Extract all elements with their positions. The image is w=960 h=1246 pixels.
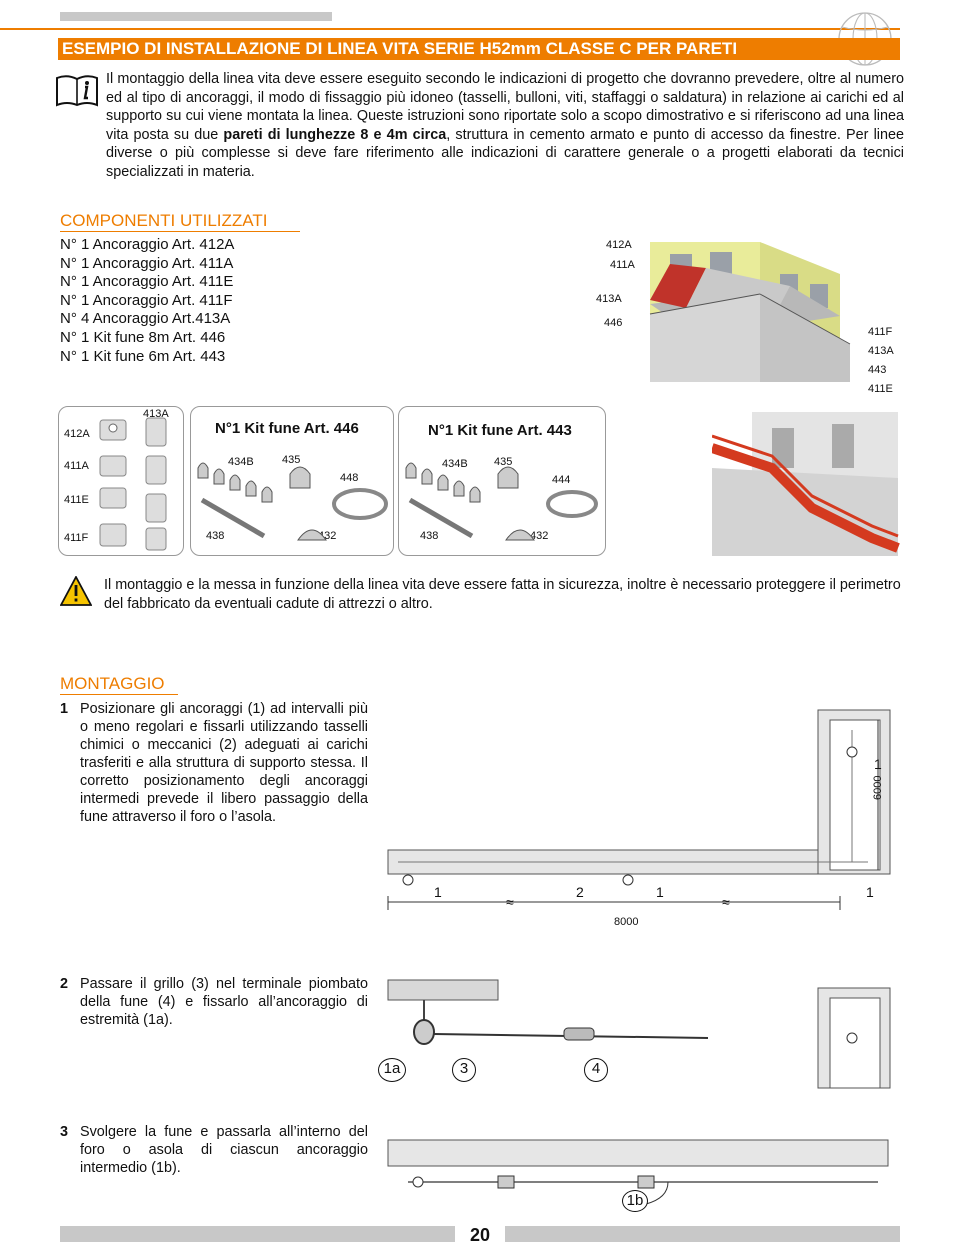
components-list: N° 1 Ancoraggio Art. 412A N° 1 Ancoraggi… xyxy=(60,236,234,366)
part-label: 448 xyxy=(340,472,359,484)
warning-text: Il montaggio e la messa in funzione dell… xyxy=(104,577,901,612)
step-text: Passare il grillo (3) nel terminale piom… xyxy=(80,976,368,1028)
kit-title: N°1 Kit fune Art. 446 xyxy=(215,420,359,437)
diagram-label: 1b xyxy=(622,1190,648,1212)
page-number: 20 xyxy=(455,1224,505,1245)
warning-icon xyxy=(60,576,92,606)
diagram-intermediate-anchor xyxy=(387,1139,889,1205)
approx-symbol: ≈ xyxy=(506,894,514,910)
step-text: Svolgere la fune e passarla all’interno … xyxy=(80,1124,368,1176)
list-item: N° 1 Ancoraggio Art. 411E xyxy=(60,273,234,291)
kit-443-drawing xyxy=(405,462,598,541)
part-label: 434B xyxy=(228,456,254,468)
anchors-box xyxy=(58,406,184,556)
building-label: 411A xyxy=(610,259,635,271)
kit-title: N°1 Kit fune Art. 443 xyxy=(428,422,572,439)
step-number: 3 xyxy=(60,1124,69,1140)
diagram-label: 1 xyxy=(434,884,442,900)
diagram-label: 1 xyxy=(656,884,664,900)
section-title: ESEMPIO DI INSTALLAZIONE DI LINEA VITA S… xyxy=(58,38,900,60)
list-item: N° 4 Ancoraggio Art.413A xyxy=(60,310,231,328)
kit-446-drawing xyxy=(197,462,388,541)
components-heading: COMPONENTI UTILIZZATI xyxy=(60,211,268,230)
kit-box-446 xyxy=(190,406,394,556)
list-item: N° 1 Kit fune 8m Art. 446 xyxy=(60,328,226,346)
diagram-label: 1 xyxy=(874,756,882,772)
header-gray-bar xyxy=(60,12,332,21)
diagram-plan-view xyxy=(387,709,891,910)
montaggio-heading-rule xyxy=(60,694,178,695)
header-orange-line xyxy=(0,28,900,30)
part-label: 438 xyxy=(206,530,225,542)
components-heading-rule xyxy=(60,231,300,232)
part-label: 435 xyxy=(282,454,301,466)
diagram-end-anchor xyxy=(387,979,891,1089)
anchors-drawing xyxy=(99,417,167,551)
approx-symbol: ≈ xyxy=(722,894,730,910)
part-label: 412A xyxy=(64,428,90,440)
safety-barrier-illustration xyxy=(712,412,900,556)
building-illustration xyxy=(649,242,851,382)
part-label: 413A xyxy=(143,408,169,420)
building-label: 443 xyxy=(868,364,887,376)
list-item: N° 1 Ancoraggio Art. 411A xyxy=(60,254,234,272)
building-label: 411F xyxy=(868,326,893,338)
part-label: 411F xyxy=(64,532,89,544)
step-text: Posizionare gli ancoraggi (1) ad interva… xyxy=(80,701,368,825)
diagram-label: 4 xyxy=(584,1058,608,1082)
kit-box-443 xyxy=(398,406,606,556)
building-label: 446 xyxy=(604,317,623,329)
diagram-label: 1a xyxy=(378,1058,406,1082)
info-book-icon xyxy=(56,75,98,107)
diagram-label: 2 xyxy=(576,884,584,900)
list-item: N° 1 Kit fune 6m Art. 443 xyxy=(60,347,226,365)
montaggio-heading: MONTAGGIO xyxy=(60,674,165,693)
list-item: N° 1 Ancoraggio Art. 411F xyxy=(60,291,233,309)
step-number: 2 xyxy=(60,976,69,992)
building-label: 413A xyxy=(868,345,894,357)
list-item: N° 1 Ancoraggio Art. 412A xyxy=(60,236,235,253)
dimension-label: 6000 xyxy=(872,775,884,800)
part-label: 411E xyxy=(64,494,89,506)
step-number: 1 xyxy=(60,701,69,717)
part-label: 432 xyxy=(530,530,549,542)
part-label: 434B xyxy=(442,458,468,470)
part-label: 435 xyxy=(494,456,513,468)
part-label: 438 xyxy=(420,530,439,542)
part-label: 411A xyxy=(64,460,89,472)
part-label: 444 xyxy=(552,474,571,486)
building-label: 412A xyxy=(606,239,632,251)
building-label: 413A xyxy=(596,293,622,305)
diagram-label: 3 xyxy=(452,1058,476,1082)
diagram-label: 1 xyxy=(866,884,874,900)
building-label: 411E xyxy=(868,383,893,395)
dimension-label: 8000 xyxy=(614,916,639,928)
intro-paragraph: Il montaggio della linea vita deve esser… xyxy=(106,71,905,180)
